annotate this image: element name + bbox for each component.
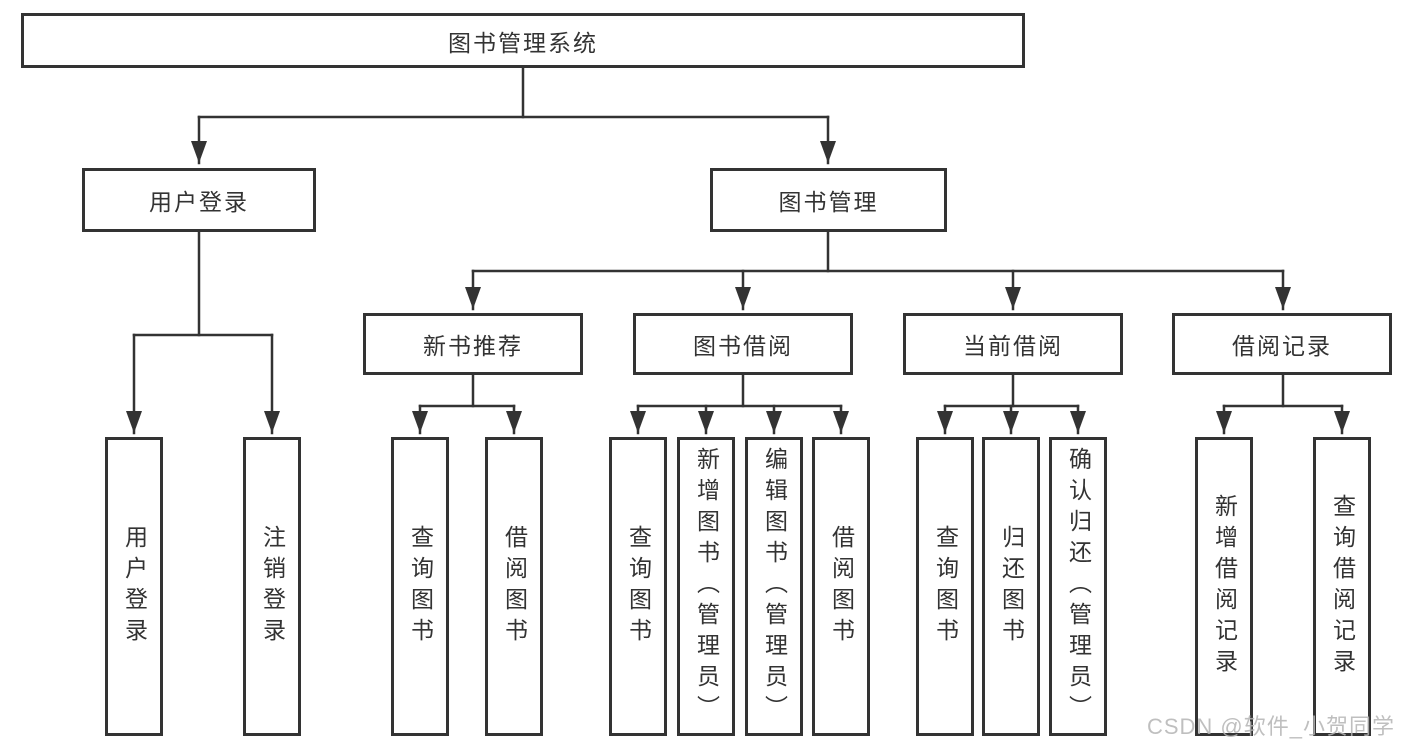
leaf-user-login: 用户登录 [105,437,163,736]
leaf-confirm-return-admin-label: 确认归还（管理员） [1065,447,1092,726]
leaf-query-books-current: 查询图书 [916,437,974,736]
leaf-borrow-books-recommend: 借阅图书 [485,437,543,736]
leaf-query-books-recommend-label: 查询图书 [407,524,434,649]
node-book-management: 图书管理 [710,168,947,232]
leaf-borrow-books: 借阅图书 [812,437,870,736]
leaf-logout-label: 注销登录 [259,524,286,649]
leaf-edit-books-admin: 编辑图书（管理员） [745,437,803,736]
leaf-query-borrow-record: 查询借阅记录 [1313,437,1371,736]
node-root-label: 图书管理系统 [448,29,598,56]
leaf-add-books-admin-label: 新增图书（管理员） [693,447,720,726]
leaf-query-books-borrow-label: 查询图书 [625,524,652,649]
node-borrow-records-label: 借阅记录 [1232,333,1332,359]
leaf-borrow-books-recommend-label: 借阅图书 [501,524,528,649]
node-current-borrow: 当前借阅 [903,313,1123,375]
leaf-return-books-label: 归还图书 [998,524,1025,649]
node-book-borrow: 图书借阅 [633,313,853,375]
node-root-system: 图书管理系统 [21,13,1025,68]
leaf-add-borrow-record: 新增借阅记录 [1195,437,1253,736]
leaf-query-borrow-record-label: 查询借阅记录 [1329,493,1356,680]
leaf-return-books: 归还图书 [982,437,1040,736]
leaf-add-borrow-record-label: 新增借阅记录 [1211,493,1238,680]
leaf-query-books-current-label: 查询图书 [932,524,959,649]
leaf-confirm-return-admin: 确认归还（管理员） [1049,437,1107,736]
leaf-add-books-admin: 新增图书（管理员） [677,437,735,736]
node-user-login-label: 用户登录 [149,189,249,215]
leaf-logout: 注销登录 [243,437,301,736]
node-current-borrow-label: 当前借阅 [963,333,1063,359]
node-book-borrow-label: 图书借阅 [693,333,793,359]
node-user-login: 用户登录 [82,168,316,232]
leaf-user-login-label: 用户登录 [121,524,148,649]
node-new-book-recommend: 新书推荐 [363,313,583,375]
node-new-book-recommend-label: 新书推荐 [423,333,523,359]
leaf-edit-books-admin-label: 编辑图书（管理员） [761,447,788,726]
leaf-query-books-borrow: 查询图书 [609,437,667,736]
node-borrow-records: 借阅记录 [1172,313,1392,375]
node-book-management-label: 图书管理 [778,189,879,215]
leaf-query-books-recommend: 查询图书 [391,437,449,736]
leaf-borrow-books-label: 借阅图书 [828,524,855,649]
